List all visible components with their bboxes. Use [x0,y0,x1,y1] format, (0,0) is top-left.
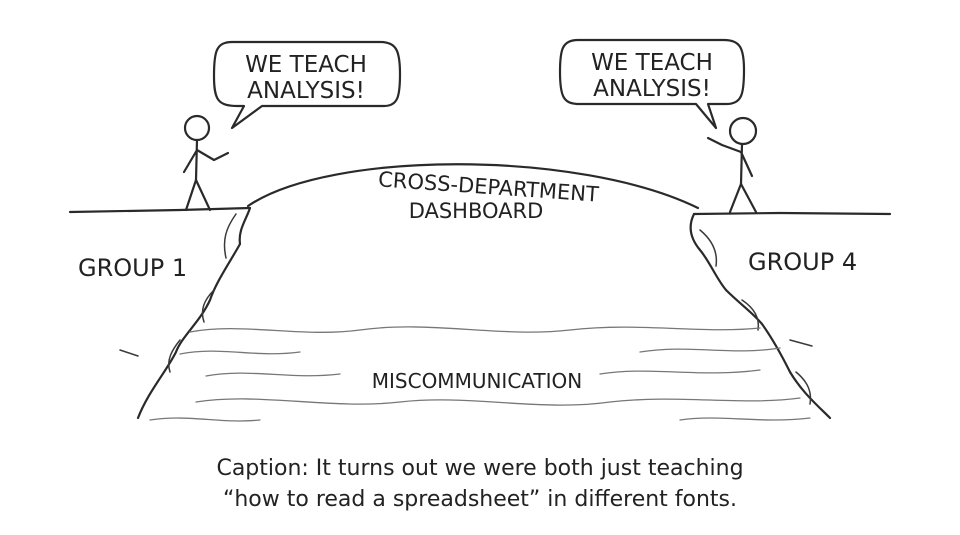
bridge-label-line-2: DASHBOARD [409,199,544,223]
left-bubble-line-2: ANALYSIS! [247,78,365,104]
right-bubble-line-2: ANALYSIS! [593,76,711,102]
right-speech-bubble: WE TEACH ANALYSIS! [558,38,746,130]
left-bubble-line-1: WE TEACH [245,52,367,78]
caption-line-1: Caption: It turns out we were both just … [216,456,744,481]
left-speech-bubble: WE TEACH ANALYSIS! [212,40,402,130]
miscommunication-label: MISCOMMUNICATION [372,369,582,393]
group-4-label: GROUP 4 [748,248,857,276]
bridge-arc [246,163,700,210]
caption-line-2: “how to read a spreadsheet” in different… [222,487,738,512]
group-1-label: GROUP 1 [78,254,187,282]
left-cliff [68,206,252,420]
right-cliff [689,211,892,420]
right-stick-figure [706,116,758,214]
right-bubble-line-1: WE TEACH [591,50,713,76]
water-waves [149,326,811,422]
left-stick-figure [182,114,230,212]
